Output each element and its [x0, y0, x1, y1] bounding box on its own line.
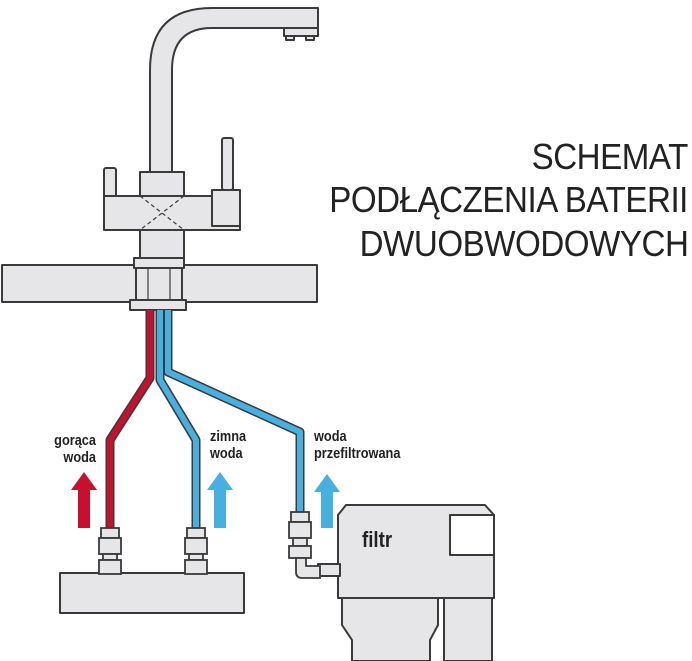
faucet-cross-line-1	[139, 195, 185, 231]
filter-inlet-fitting	[317, 563, 341, 577]
filter-label: filtr	[362, 529, 392, 553]
filtered-water-label: woda przefiltrowana	[314, 428, 400, 462]
hot-arrow-icon	[71, 472, 97, 528]
hot-water-label-line1: gorąca	[54, 432, 96, 449]
spout-tip-2	[305, 35, 315, 41]
title-line-1: SCHEMAT	[531, 136, 689, 177]
hot-water-label: gorąca woda	[40, 432, 96, 466]
cold-arrow-icon	[207, 472, 233, 528]
cold-water-label-line2: woda	[210, 445, 243, 462]
filtered-valve	[288, 511, 321, 579]
cold-valve	[184, 527, 208, 575]
right-handle	[221, 137, 234, 191]
hot-water-label-line2: woda	[63, 449, 96, 466]
mount-shank	[135, 267, 183, 303]
hot-water-hose-fill	[107, 310, 153, 528]
hot-water-hose	[105, 310, 155, 528]
filtered-water-label-line2: przefiltrowana	[314, 445, 401, 462]
filtered-water-hose	[163, 310, 305, 512]
cold-water-hose-fill	[157, 310, 199, 528]
faucet-right-valve	[211, 189, 241, 227]
left-handle	[103, 167, 117, 199]
cold-water-label-line1: zimna	[210, 428, 247, 445]
cabinet-base	[59, 572, 245, 614]
cold-water-label: zimna woda	[210, 428, 246, 462]
filter-window	[449, 514, 495, 556]
filtered-water-hose-fill	[165, 310, 303, 512]
faucet-spout	[149, 7, 319, 176]
mount-collar	[133, 257, 185, 269]
mount-nut	[129, 299, 187, 311]
filter-cartridge-left	[341, 597, 439, 661]
faucet-cross-line-2	[139, 195, 185, 231]
filtered-water-label-line1: woda	[314, 428, 347, 445]
filter-cartridge-right	[443, 597, 493, 661]
spout-tip-1	[285, 35, 295, 41]
filtered-arrow-icon	[314, 474, 340, 528]
faucet-lower-body	[139, 229, 185, 259]
spout-aerator	[283, 27, 319, 37]
hot-valve	[98, 527, 122, 575]
title-line-2: PODŁĄCZENIA BATERII	[329, 179, 688, 220]
title-line-3: DWUOBWODOWYCH	[359, 223, 688, 264]
